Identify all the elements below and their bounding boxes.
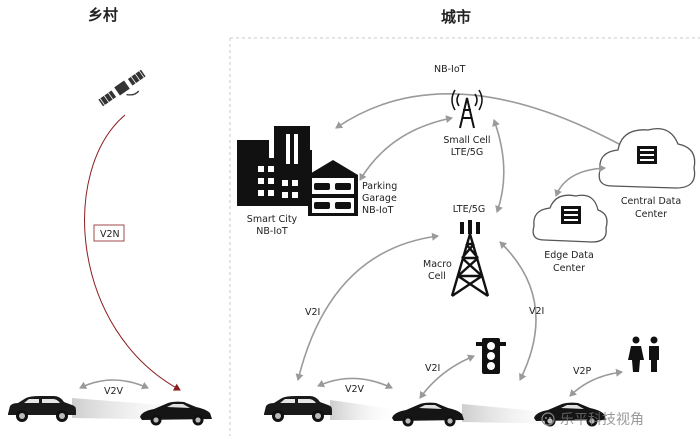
v2i-left-link <box>295 232 439 381</box>
edge-data-center-cloud <box>532 194 608 243</box>
edge-dc-label-line2: Center <box>553 263 585 274</box>
small-cell-label-line1: Small Cell <box>443 135 490 146</box>
satellite-icon <box>98 69 146 107</box>
smart-city-buildings-icon <box>237 126 312 206</box>
v2i-right-link <box>499 241 537 381</box>
v2i-left-label: V2I <box>305 307 320 318</box>
smallcell-macrocell-link <box>492 119 505 213</box>
watermark: 乐平科技视角 <box>541 412 644 428</box>
v2p-link <box>569 368 623 397</box>
v2v-rural-label: V2V <box>104 386 124 397</box>
traffic-light-icon <box>476 338 506 374</box>
smart-city-label-line2: NB-IoT <box>256 226 288 237</box>
central-dc-label-line1: Central Data <box>621 196 681 207</box>
urban-title: 城市 <box>441 8 471 26</box>
macro-cell-label-line2: Cell <box>428 271 446 282</box>
v2i-mid-link <box>419 354 475 399</box>
v2i-mid-label: V2I <box>425 363 440 374</box>
watermark-text: 乐平科技视角 <box>560 412 644 428</box>
urban-suv-icon <box>264 396 332 422</box>
central-edge-link <box>554 164 606 197</box>
edge-dc-label-line1: Edge Data <box>544 250 594 261</box>
nb-iot-label: NB-IoT <box>434 64 466 75</box>
small-cell-tower-icon <box>451 89 483 129</box>
central-dc-label-line2: Center <box>635 209 667 220</box>
urban-sportscar-icon <box>392 402 464 427</box>
v2n-link <box>84 114 181 391</box>
wechat-icon <box>541 412 555 426</box>
macro-cell-tech-label: LTE/5G <box>453 204 485 215</box>
urban-beam-1 <box>330 400 400 420</box>
smallcell-garage-link <box>359 115 453 181</box>
rural-title: 乡村 <box>88 6 118 24</box>
parking-label-line2: Garage <box>362 193 397 204</box>
parking-garage-icon <box>308 160 358 216</box>
parking-label-line3: NB-IoT <box>362 205 394 216</box>
nb-iot-link <box>335 93 631 151</box>
macro-cell-label-line1: Macro <box>423 259 452 270</box>
v2n-label-box <box>93 224 125 242</box>
v2v-urban-label: V2V <box>345 384 365 395</box>
pedestrians-icon <box>628 336 659 372</box>
parking-label-line1: Parking <box>362 181 397 192</box>
smart-city-label-line1: Smart City <box>247 214 298 225</box>
macro-cell-tower-icon <box>450 220 490 297</box>
v2n-label: V2N <box>100 229 120 240</box>
small-cell-label-line2: LTE/5G <box>451 147 483 158</box>
v2p-label: V2P <box>573 366 592 377</box>
rural-suv-icon <box>8 396 76 422</box>
v2i-right-label: V2I <box>529 306 544 317</box>
v2v-rural-link <box>79 379 149 390</box>
v2v-urban-link <box>317 377 393 390</box>
central-data-center-cloud <box>598 127 696 189</box>
central-server-icon <box>637 146 657 164</box>
edge-server-icon <box>561 206 581 224</box>
